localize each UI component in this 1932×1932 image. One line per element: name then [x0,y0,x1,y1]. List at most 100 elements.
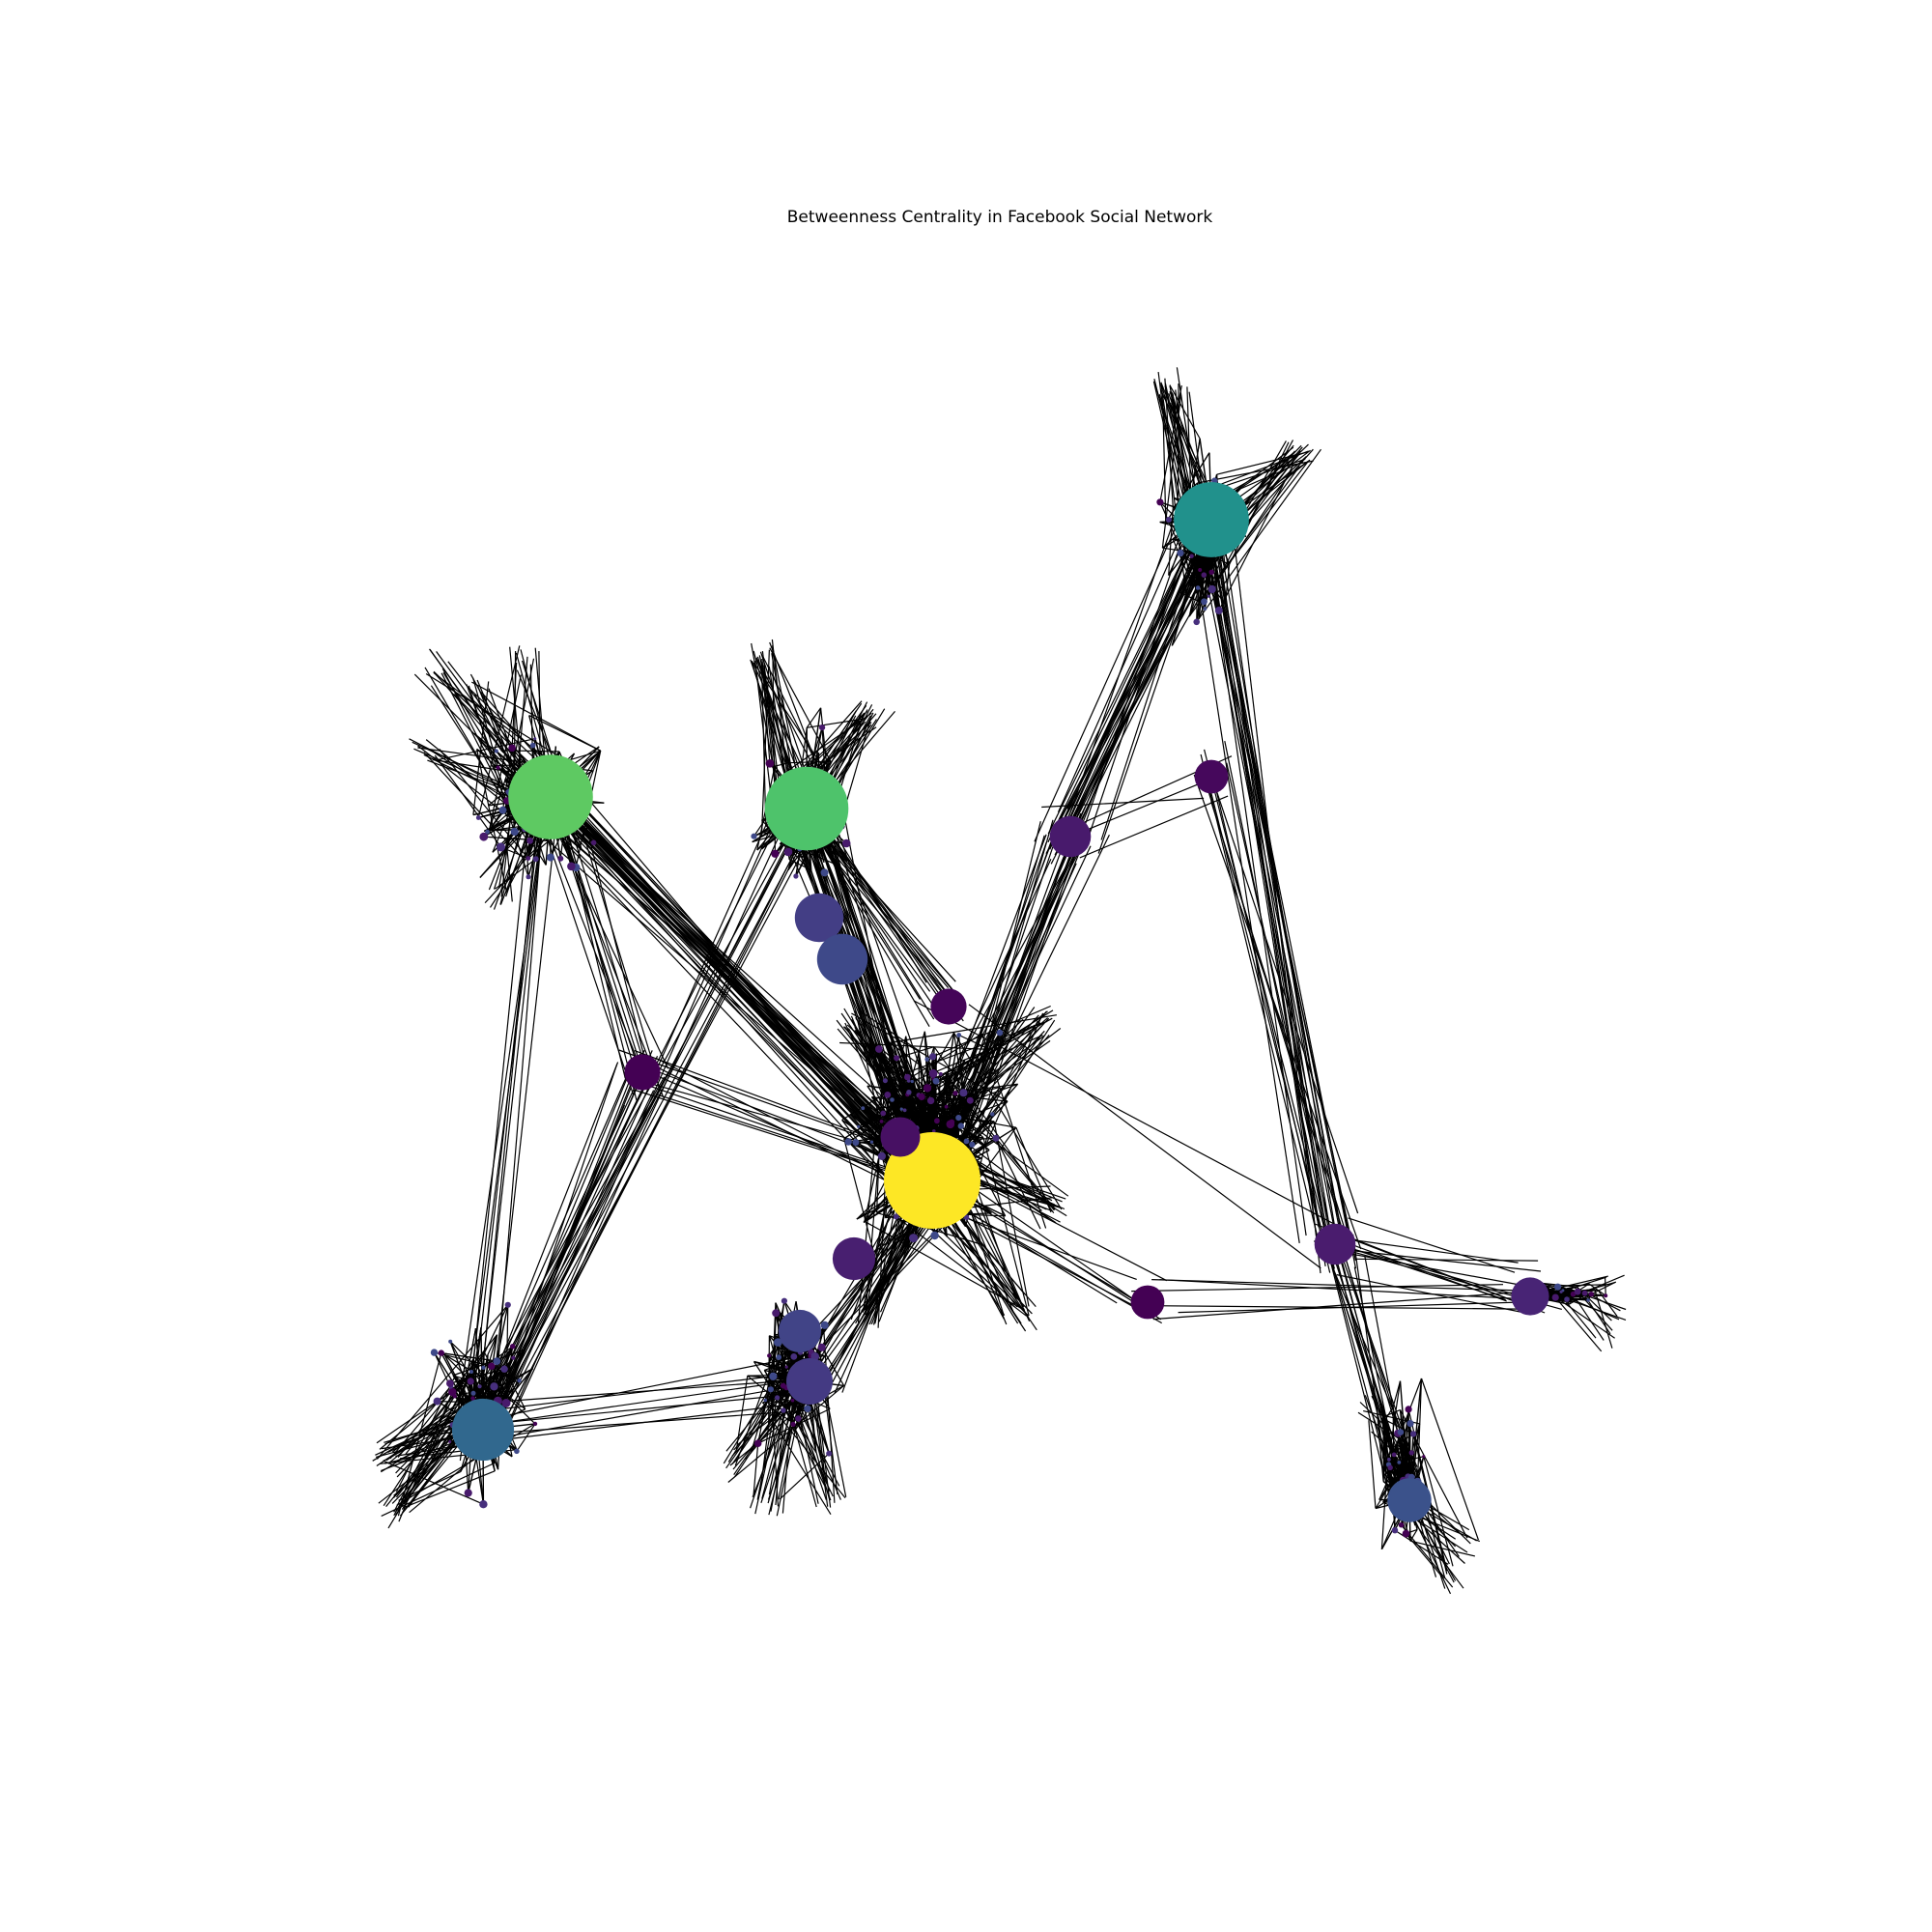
bridge-edge [542,818,641,1069]
network-node [1604,1293,1608,1298]
edge [434,754,501,848]
bridge-edge [945,819,1054,1195]
network-node [1387,1464,1393,1471]
edge [955,1121,995,1138]
network-node [763,1398,768,1403]
network-node [533,737,537,741]
network-node [899,1107,903,1111]
edge [1211,469,1293,590]
edge [1169,384,1201,440]
network-node [1408,1450,1414,1456]
network-node [963,1138,970,1145]
network-node [526,837,533,844]
network-node [1214,607,1223,614]
network-node [944,1104,949,1109]
bridge-edge [469,819,798,1415]
network-node [1406,1420,1414,1428]
network-node [517,1378,522,1383]
network-node [448,1440,452,1443]
bridge-edge [943,840,1082,1191]
bridge-edge [1205,539,1330,1244]
bridge-edge [942,825,1061,1171]
network-node [817,1343,826,1351]
network-node [452,1394,457,1399]
network-node [590,839,597,846]
network-node [781,1407,786,1413]
network-node [934,1118,940,1124]
bridge-edge [476,1073,629,1417]
network-node [775,1395,781,1401]
node-node-purple-a [1049,815,1092,858]
bridge-edge [1075,531,1225,830]
network-node [1559,1290,1563,1293]
network-node [493,1357,501,1365]
node-node-indigo-d [1387,1478,1432,1522]
bridge-edge [1327,1236,1507,1302]
edge [1164,378,1174,508]
node-node-purple-f [832,1236,876,1281]
network-node [992,1134,1000,1142]
edge [440,672,508,802]
bridge-edge [531,806,922,1195]
figure-title: Betweenness Centrality in Facebook Socia… [786,208,1213,227]
network-node [790,1421,796,1427]
edge [1416,1378,1423,1482]
bridge-edge [1193,774,1362,1250]
bridge-edge [547,799,929,1199]
network-node [784,1365,788,1369]
network-node [504,1301,511,1308]
network-node [923,1084,932,1093]
edge [1560,1300,1615,1339]
network-node [567,862,576,871]
edge [798,1426,834,1497]
network-node [767,1386,775,1393]
network-node [938,1071,943,1076]
network-node [470,1390,476,1396]
bridge-edge [557,799,626,1079]
network-node [1387,1458,1391,1462]
bridge-edge [1364,1256,1408,1488]
edge [529,664,534,768]
network-node [966,1096,974,1104]
bridge-edge [1072,527,1207,837]
node-hub-green-mid [764,766,849,851]
network-node [861,1106,866,1111]
edge [1409,1529,1418,1542]
bridge-edge [1321,1230,1392,1502]
network-node [1201,598,1208,606]
edge [1559,1286,1627,1311]
bridge-edge [1059,508,1210,837]
bridge-edge [1332,1236,1519,1264]
bridge-edge [1151,1279,1535,1292]
network-node [771,849,780,858]
bridge-edge [1047,518,1205,843]
network-node [496,765,500,770]
bridge-edge [1065,526,1173,824]
edge [1380,1479,1387,1549]
network-node [765,759,775,768]
network-node [1581,1290,1588,1296]
small-nodes-layer [430,477,1608,1538]
network-node [470,1396,475,1401]
edge [1588,1283,1606,1296]
bridge-edge [490,800,813,1409]
network-node [509,1344,516,1350]
bridge-edge [941,863,1077,1159]
edge [750,1409,784,1509]
bridge-edge [1224,740,1332,1260]
network-node [508,744,516,753]
network-node [438,1350,444,1356]
network-node [529,742,536,749]
edge [1420,1378,1479,1541]
bridge-edge [1085,501,1203,845]
network-node [511,1355,516,1360]
network-node [430,1349,439,1356]
network-node [532,1421,538,1427]
bridge-edge [555,808,636,1071]
network-node [884,1092,892,1098]
node-node-purple-b [1314,1223,1356,1265]
network-node [946,1120,955,1129]
network-node [774,1338,782,1347]
bridge-edge [1210,801,1353,1254]
